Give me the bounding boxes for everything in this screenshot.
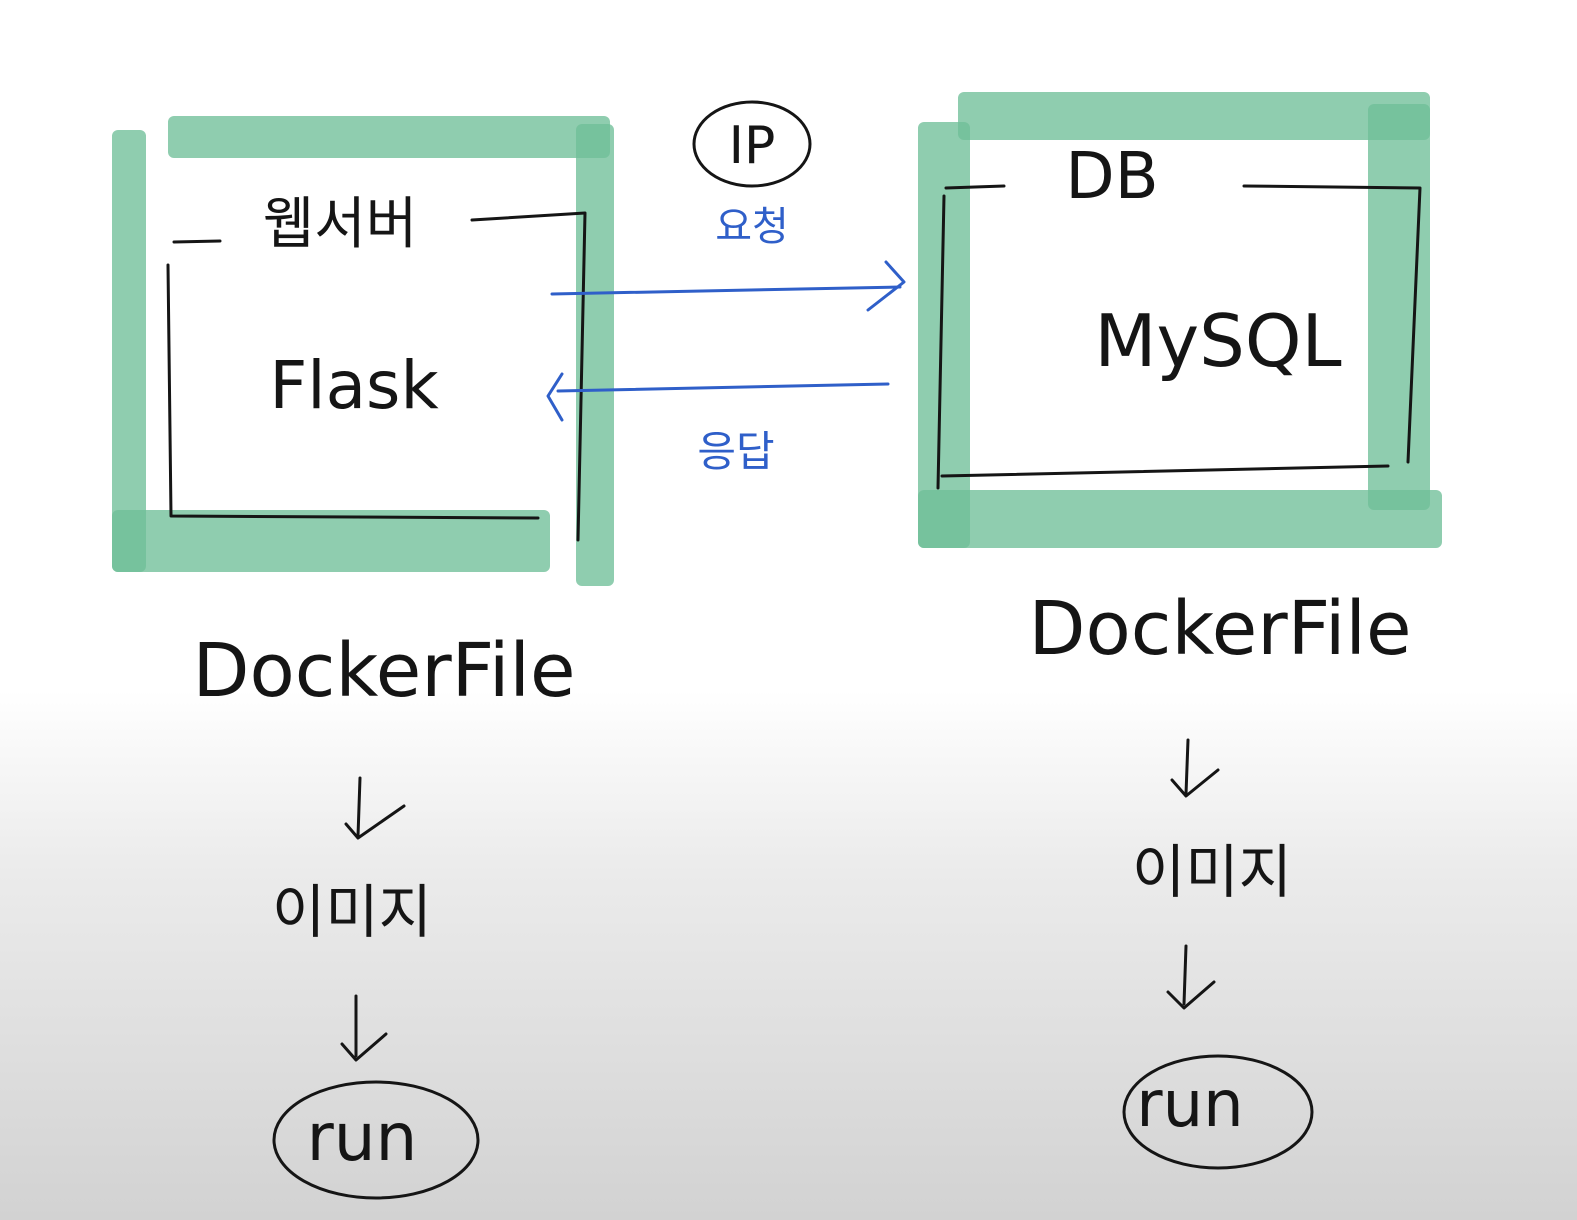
db-image-label: 이미지 bbox=[1132, 838, 1292, 906]
webserver-container: 웹서버 Flask bbox=[112, 116, 614, 586]
db-pipeline: DockerFile 이미지 run bbox=[1029, 586, 1412, 1170]
db-green-frame bbox=[918, 92, 1442, 548]
request-label: 요청 bbox=[715, 204, 789, 250]
down-arrow-icon bbox=[344, 776, 406, 840]
request-arrow bbox=[550, 260, 906, 312]
mysql-label: MySQL bbox=[1094, 299, 1341, 383]
response-arrow bbox=[546, 372, 890, 422]
webserver-green-frame bbox=[112, 116, 614, 586]
db-dockerfile-label: DockerFile bbox=[1029, 586, 1412, 672]
db-run-badge: run bbox=[1122, 1054, 1314, 1170]
webserver-pen-box bbox=[166, 211, 587, 542]
webserver-label: 웹서버 bbox=[263, 192, 418, 257]
webserver-dockerfile-label: DockerFile bbox=[193, 628, 576, 714]
connection: IP 요청 응답 bbox=[546, 100, 906, 476]
ip-label: IP bbox=[729, 116, 776, 176]
down-arrow-icon bbox=[1170, 738, 1220, 798]
ip-badge: IP bbox=[692, 100, 812, 188]
webserver-run-badge: run bbox=[272, 1080, 480, 1200]
webserver-pipeline: DockerFile 이미지 run bbox=[193, 628, 576, 1200]
db-run-label: run bbox=[1136, 1068, 1243, 1142]
flask-label: Flask bbox=[269, 347, 439, 424]
webserver-image-label: 이미지 bbox=[272, 878, 432, 946]
db-container: DB MySQL bbox=[918, 92, 1442, 548]
webserver-run-label: run bbox=[307, 1099, 418, 1176]
response-label: 응답 bbox=[697, 427, 774, 476]
down-arrow-icon bbox=[1166, 944, 1216, 1010]
down-arrow-icon bbox=[340, 994, 388, 1062]
left-arrow-icon bbox=[546, 372, 564, 422]
right-arrow-icon bbox=[866, 260, 906, 312]
db-pen-box bbox=[936, 184, 1422, 490]
db-label: DB bbox=[1065, 140, 1158, 214]
